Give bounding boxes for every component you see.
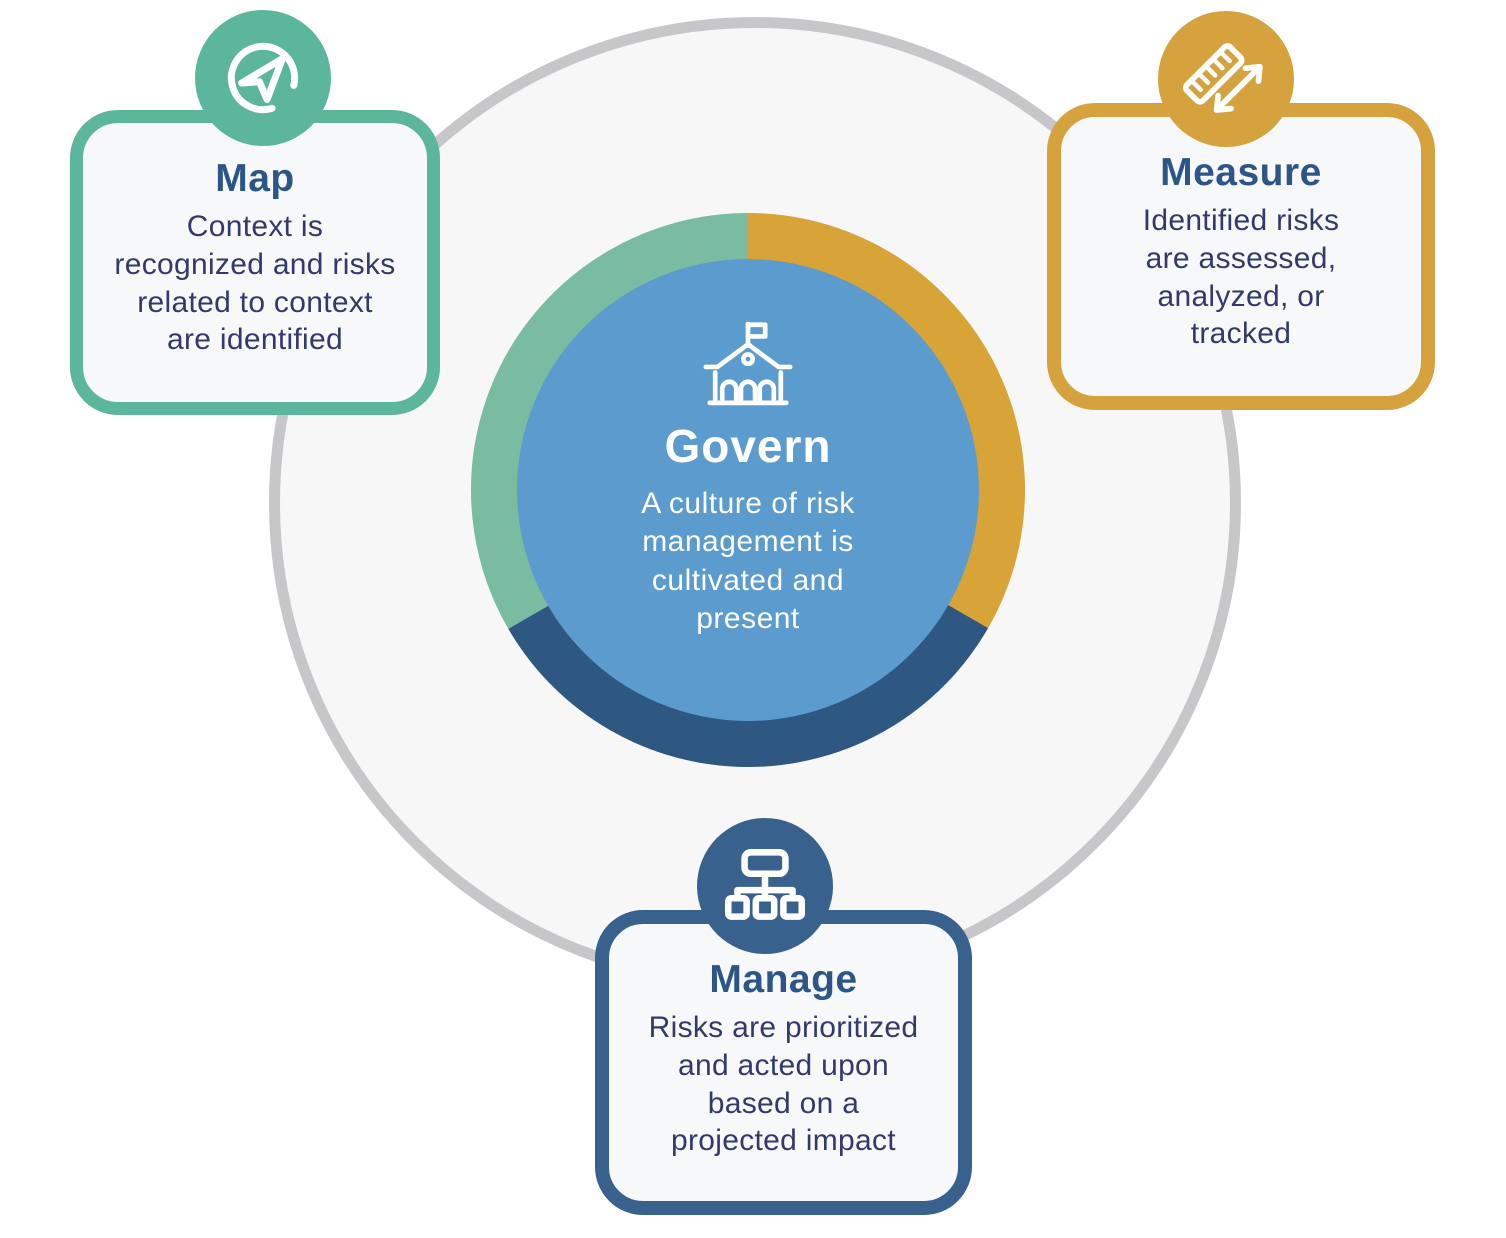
govern-content: Govern A culture of risk management is c… [548, 316, 948, 639]
map-card: Map Context is recognized and risks rela… [70, 110, 440, 415]
manage-description: Risks are prioritized and acted upon bas… [648, 1011, 919, 1158]
measure-title: Measure [1160, 151, 1322, 194]
ring-segment-map [470, 212, 1025, 767]
manage-title: Manage [709, 958, 858, 1001]
navigation-arrow-icon [195, 10, 331, 146]
manage-card: Manage Risks are prioritized and acted u… [595, 910, 972, 1215]
map-title: Map [215, 157, 295, 200]
govern-description: A culture of risk management is cultivat… [641, 487, 855, 636]
ruler-arrow-icon [1158, 11, 1294, 147]
map-description: Context is recognized and risks related … [114, 210, 396, 357]
govern-circle [517, 259, 979, 721]
government-building-icon [548, 316, 948, 415]
ring-segment-measure [471, 213, 1025, 767]
measure-description: Identified risks are assessed, analyzed,… [1142, 204, 1340, 351]
govern-ring [470, 212, 1025, 767]
ring-segment-manage [471, 213, 1025, 767]
measure-card: Measure Identified risks are assessed, a… [1047, 103, 1435, 410]
govern-title: Govern [664, 420, 832, 472]
sitemap-icon [697, 818, 833, 954]
